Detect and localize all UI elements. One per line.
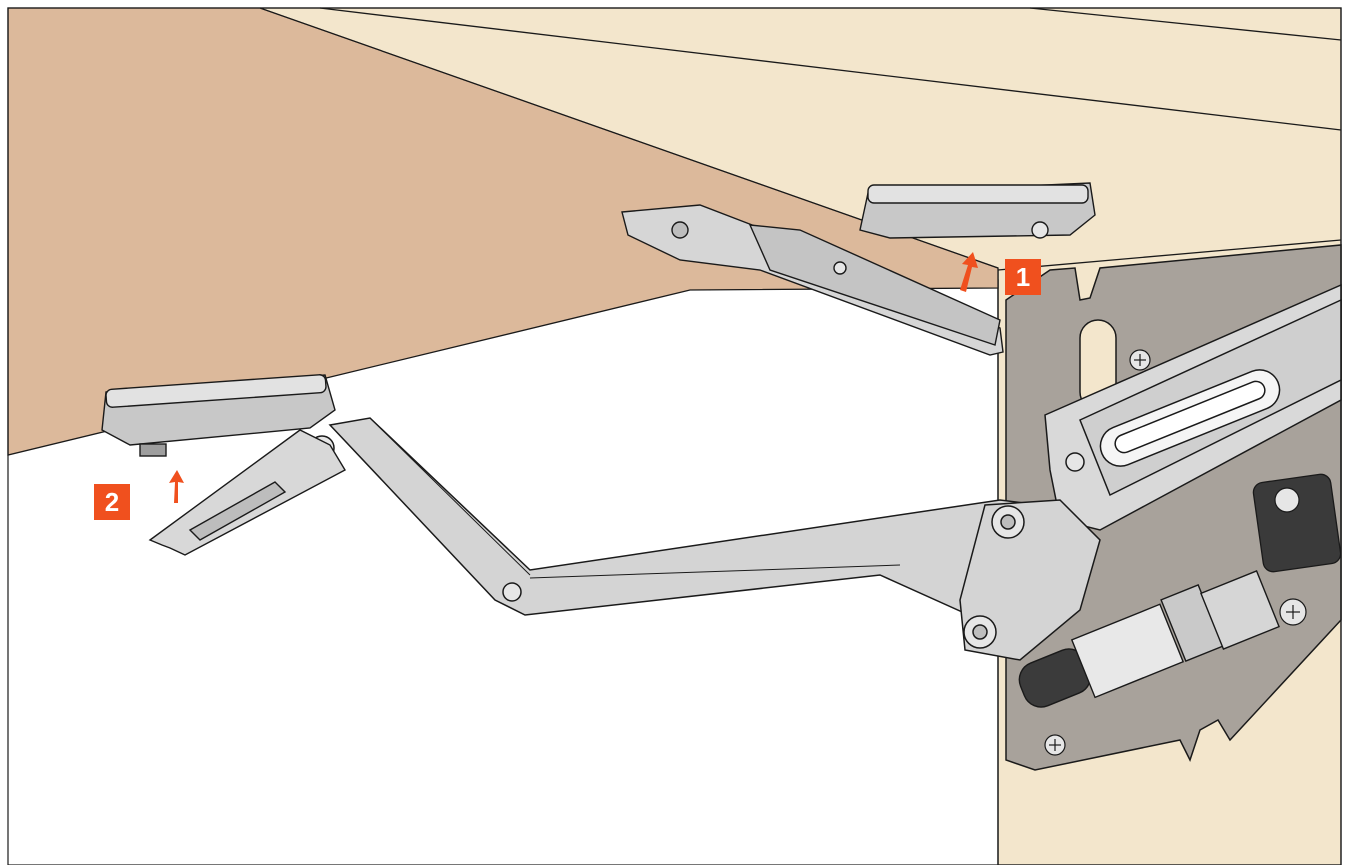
clip-hinge-2 xyxy=(101,374,336,457)
mounting-bracket xyxy=(621,204,1004,356)
step-badge-1: 1 xyxy=(1015,262,1031,292)
step-badge-2: 2 xyxy=(104,487,120,517)
step-badge-1-bg xyxy=(1005,259,1041,295)
lift-arm xyxy=(309,417,1101,661)
arm-end-bracket xyxy=(148,429,346,556)
adjuster-screw xyxy=(1274,487,1300,513)
clip-hinge-1 xyxy=(859,182,1096,239)
cabinet-front-edge xyxy=(997,239,1342,271)
arrow-up-icon xyxy=(169,252,978,503)
cabinet-edge-line-2 xyxy=(1029,7,1342,41)
image-frame xyxy=(7,7,1342,865)
gas-spring xyxy=(1018,570,1280,708)
step-badge-2-bg xyxy=(94,484,130,520)
cabinet-edge-line xyxy=(319,7,1342,131)
adjuster-block xyxy=(1252,473,1342,573)
